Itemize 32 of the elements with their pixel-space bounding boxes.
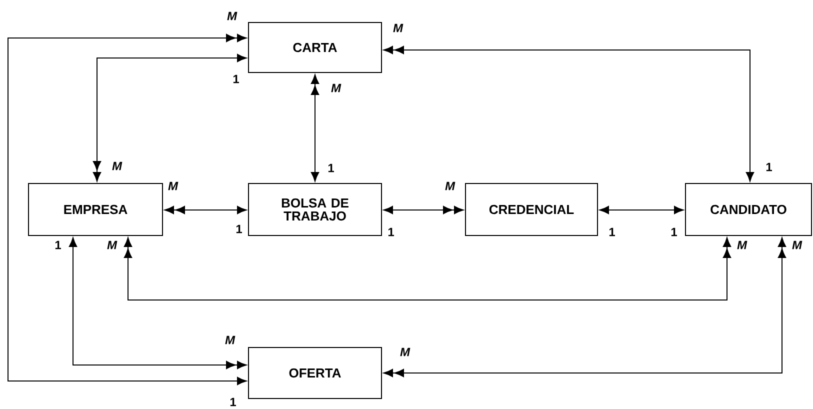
entity-box: CARTA — [248, 22, 382, 73]
cardinality-label: M — [112, 162, 122, 170]
cardinality-label: M — [331, 84, 342, 92]
cardinality-label: 1 — [233, 74, 239, 84]
cardinality-label: 1 — [328, 164, 334, 172]
entity-box: EMPRESA — [28, 183, 163, 236]
entity-box: OFERTA — [248, 347, 382, 399]
relationship-arrow — [310, 74, 320, 182]
relationship-arrow — [124, 237, 732, 300]
relationship-arrow — [383, 206, 464, 214]
cardinality-label: M — [400, 348, 410, 356]
entity-box: CANDIDATO — [685, 183, 812, 236]
entity-box: BOLSA DE TRABAJO — [248, 183, 382, 236]
relationship-arrow — [8, 34, 247, 386]
relationship-arrow — [383, 237, 786, 378]
cardinality-label: 1 — [230, 398, 236, 406]
cardinality-label: M — [168, 182, 178, 190]
cardinality-label: M — [737, 240, 748, 250]
relationship-arrow — [68, 237, 247, 370]
cardinality-label: 1 — [609, 228, 615, 236]
cardinality-label: M — [445, 182, 456, 190]
entity-box: CREDENCIAL — [465, 183, 598, 236]
relationship-arrow — [92, 54, 247, 182]
cardinality-label: 1 — [766, 162, 772, 172]
relationship-arrow — [599, 206, 684, 214]
cardinality-label: M — [792, 240, 802, 250]
cardinality-label: M — [227, 12, 238, 20]
cardinality-label: M — [393, 24, 404, 32]
relationship-arrow — [383, 46, 754, 182]
cardinality-label: M — [225, 336, 236, 344]
cardinality-label: M — [107, 240, 118, 250]
relationship-arrow — [164, 206, 247, 214]
